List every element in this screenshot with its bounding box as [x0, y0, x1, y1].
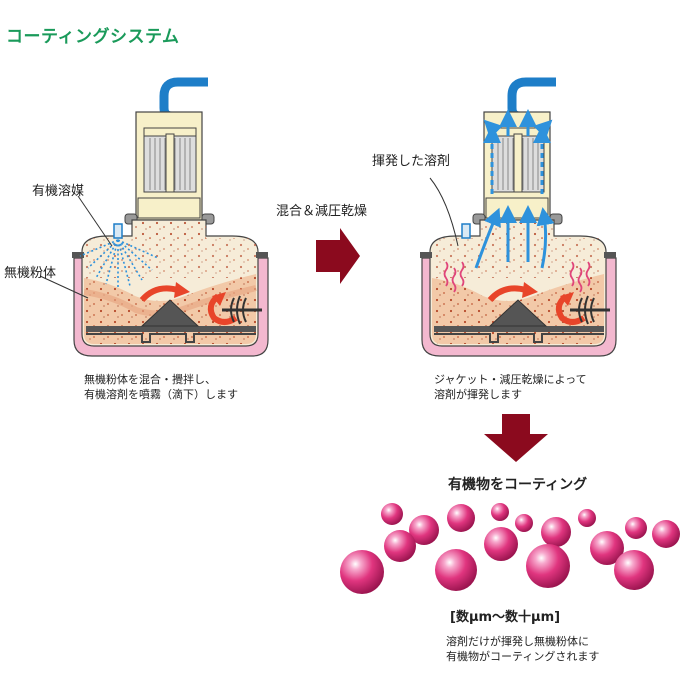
- label-evaporated-solvent: 揮発した溶剤: [372, 154, 451, 169]
- label-size-range: [数μm〜数十μm]: [450, 610, 561, 625]
- agitator-blade: [140, 299, 200, 327]
- solvent-spray: [79, 239, 159, 288]
- heat-waves: [443, 261, 591, 293]
- caption-right-line2: 溶剤が揮発します: [434, 388, 522, 401]
- caption-left-line1: 無機粉体を混合・攪拌し、: [84, 373, 216, 386]
- caption-left-line2: 有機溶剤を噴霧（滴下）します: [84, 388, 238, 401]
- coated-particles: [340, 503, 680, 594]
- spray-nozzle: [113, 223, 123, 239]
- label-organic-solvent: 有機溶媒: [32, 184, 85, 199]
- caption-bottom: 溶剤だけが揮発し無機粉体に 有機物がコーティングされます: [446, 634, 599, 664]
- caption-bottom-line1: 溶剤だけが揮発し無機粉体に: [446, 635, 589, 648]
- page-title: コーティングシステム: [6, 27, 180, 47]
- label-process: 混合＆減圧乾燥: [276, 204, 368, 219]
- process-arrow: [316, 228, 360, 284]
- label-coating-result: 有機物をコーティング: [448, 477, 588, 493]
- label-inorganic-powder: 無機粉体: [4, 266, 57, 281]
- caption-left: 無機粉体を混合・攪拌し、 有機溶剤を噴霧（滴下）します: [84, 372, 238, 402]
- mix-rotation-arrow: [139, 285, 179, 303]
- caption-right-line1: ジャケット・減圧乾燥によって: [434, 373, 587, 386]
- left-vessel: [72, 77, 269, 357]
- caption-bottom-line2: 有機物がコーティングされます: [446, 650, 600, 663]
- right-vessel: [420, 77, 617, 357]
- caption-right: ジャケット・減圧乾燥によって 溶剤が揮発します: [434, 372, 587, 402]
- vapor-arrows: [474, 109, 555, 269]
- supply-pipe: [159, 77, 208, 121]
- chopper-rotation-arrow: [207, 293, 238, 325]
- result-arrow: [484, 414, 548, 462]
